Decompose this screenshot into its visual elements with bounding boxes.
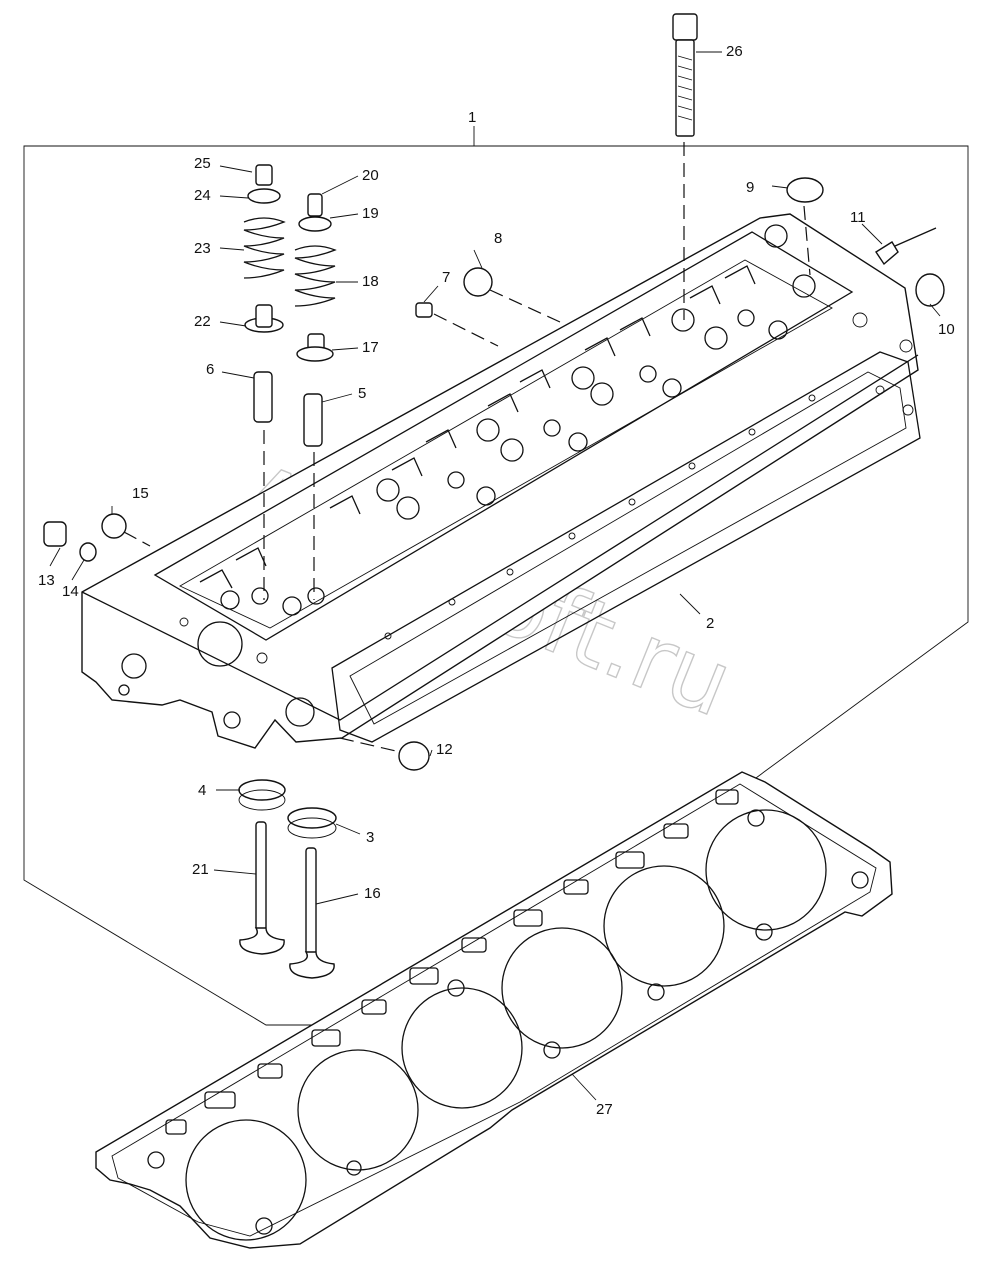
callout-2: 2: [706, 615, 714, 632]
callout-22: 22: [194, 313, 211, 330]
valve-seat-3: [287, 807, 337, 839]
cylinder-head: [81, 213, 921, 749]
valve-seat-4: [238, 779, 286, 811]
callout-25: 25: [194, 155, 211, 172]
callout-4: 4: [198, 782, 206, 799]
plug-12: [398, 741, 430, 771]
ring-14: [79, 542, 97, 562]
callout-13: 13: [38, 572, 55, 589]
callout-labels: 1 2 3 4 5 6 7 8 9 10 11 12 13 14 15 16 1…: [38, 43, 955, 1118]
callout-7: 7: [442, 269, 450, 286]
callout-26: 26: [726, 43, 743, 60]
cup-plug-15: [101, 513, 127, 539]
valve-train-right: [294, 193, 337, 447]
callout-1: 1: [468, 109, 476, 126]
callout-14: 14: [62, 583, 79, 600]
head-gasket: [95, 771, 893, 1249]
valve-16: [289, 847, 335, 979]
plug-13: [43, 521, 67, 547]
callout-18: 18: [362, 273, 379, 290]
callout-17: 17: [362, 339, 379, 356]
valve-21: [239, 821, 285, 955]
callout-6: 6: [206, 361, 214, 378]
callout-27: 27: [596, 1101, 613, 1118]
callout-8: 8: [494, 230, 502, 247]
callout-3: 3: [366, 829, 374, 846]
seal-ring-9: [786, 177, 824, 203]
callout-11: 11: [850, 209, 866, 226]
callout-5: 5: [358, 385, 366, 402]
plug-10: [915, 273, 945, 307]
leader-lines: [49, 51, 941, 1101]
callout-24: 24: [194, 187, 211, 204]
head-bolt: [672, 13, 698, 137]
plug-7: [415, 302, 433, 318]
callout-19: 19: [362, 205, 379, 222]
callout-10: 10: [938, 321, 955, 338]
callout-15: 15: [132, 485, 149, 502]
cup-plug-8: [463, 267, 493, 297]
sensor-11: [875, 227, 937, 266]
callout-23: 23: [194, 240, 211, 257]
callout-20: 20: [362, 167, 379, 184]
callout-16: 16: [364, 885, 381, 902]
callout-9: 9: [746, 179, 754, 196]
callout-21: 21: [192, 861, 209, 878]
valve-train-left: [243, 164, 286, 423]
callout-12: 12: [436, 741, 453, 758]
